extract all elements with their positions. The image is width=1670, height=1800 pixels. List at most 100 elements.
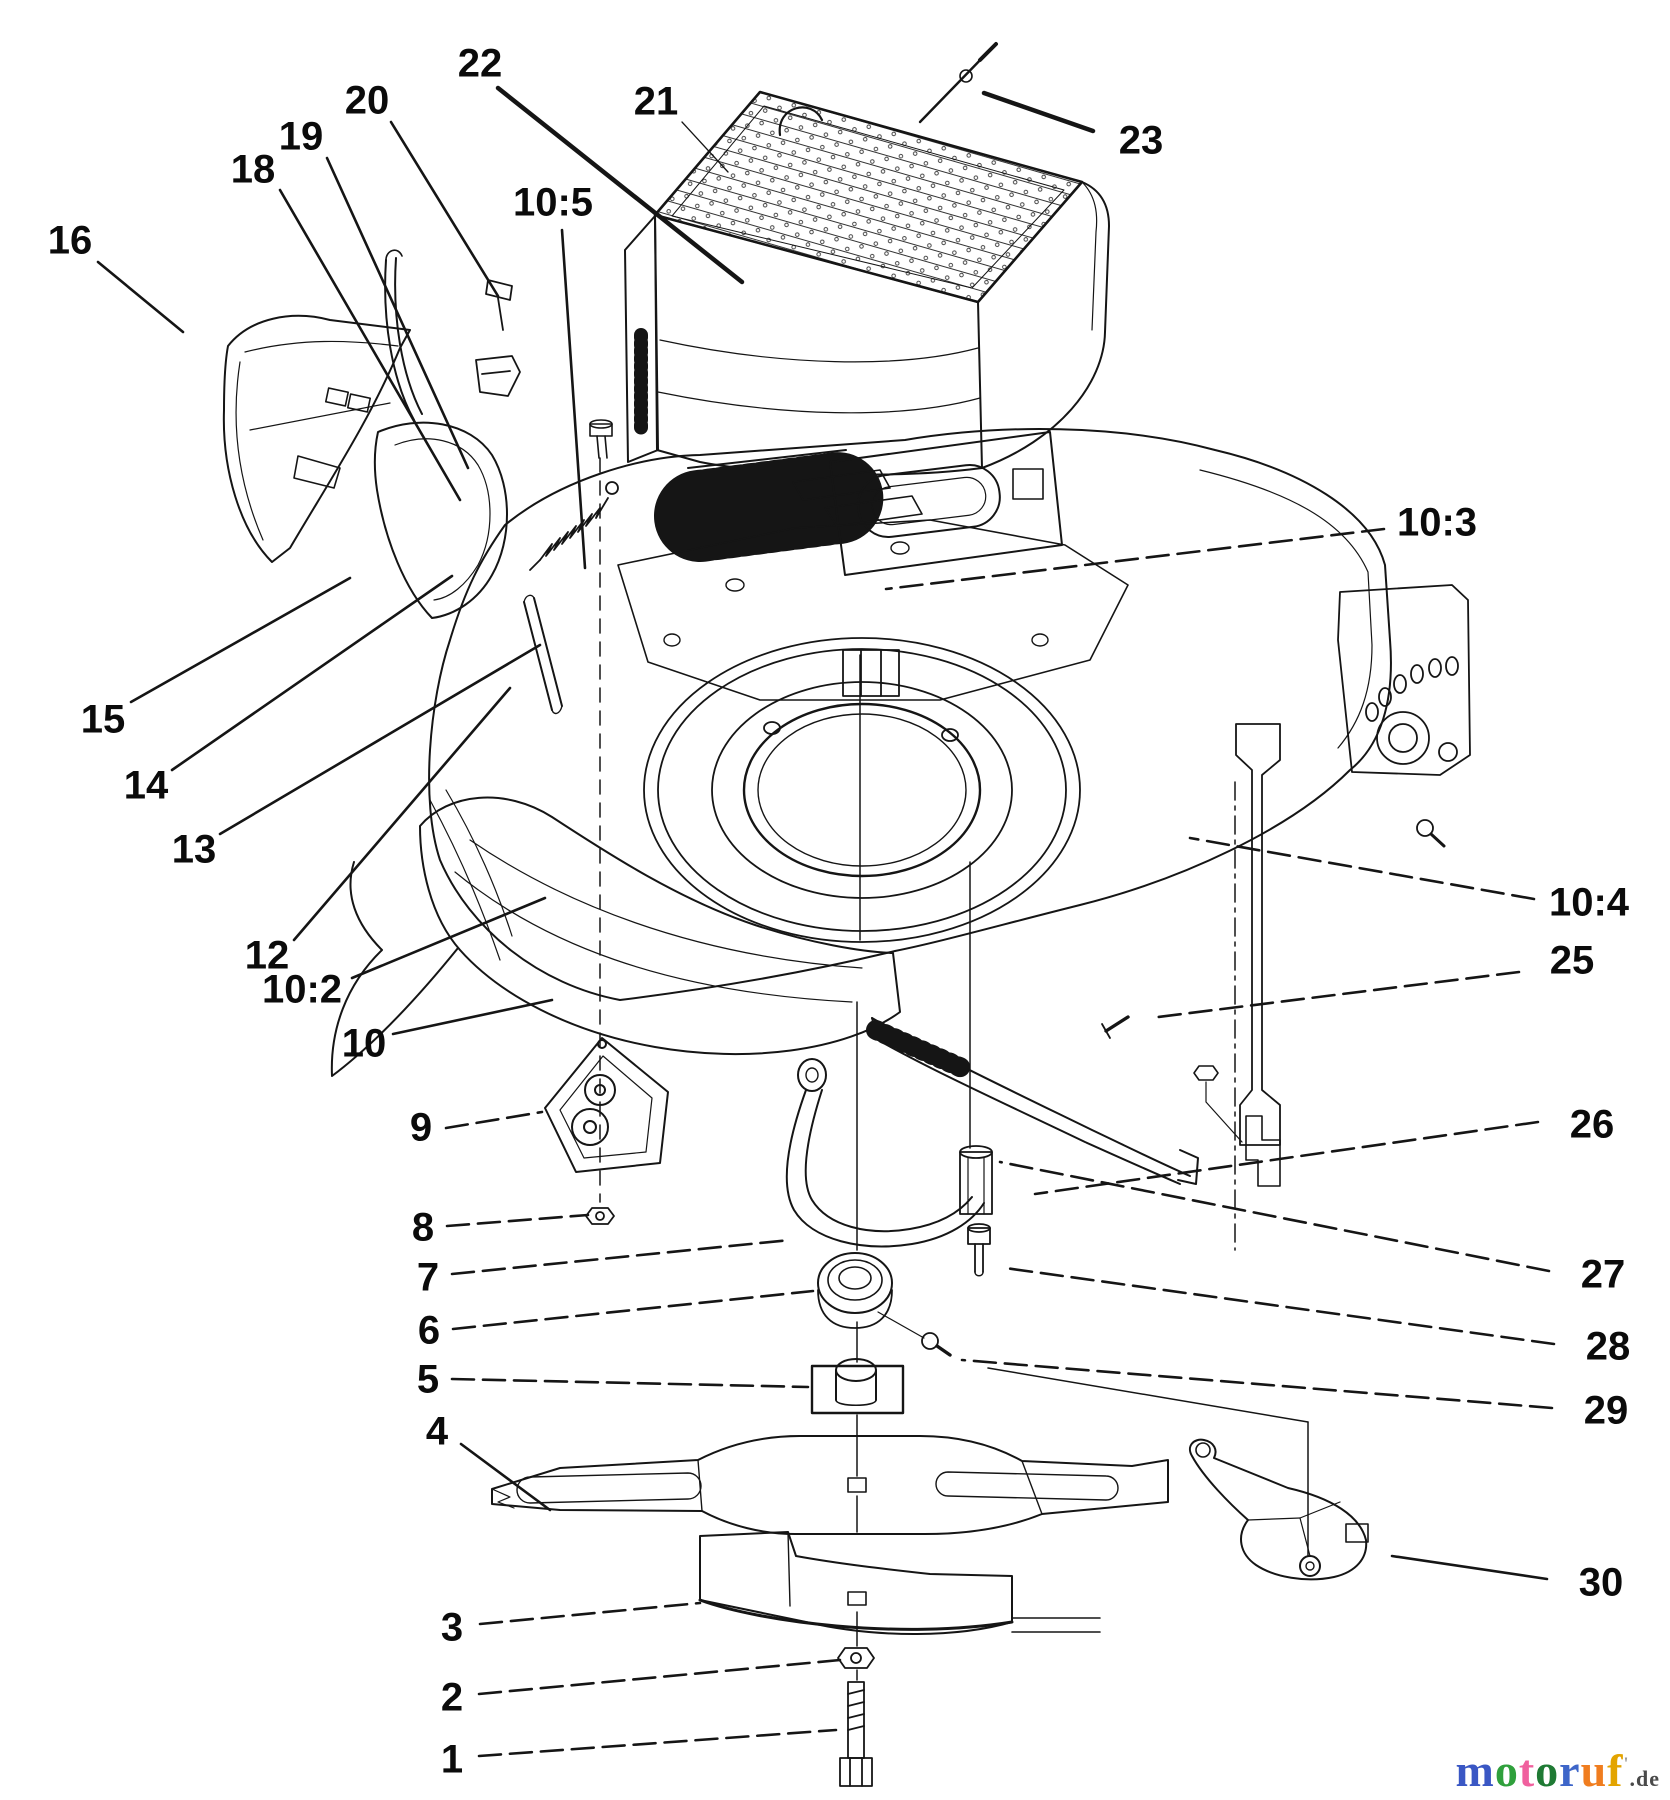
leader-line-22	[495, 85, 745, 285]
bolt-28	[967, 1223, 991, 1277]
callout-label-28: 28	[1586, 1325, 1631, 1369]
leader-line-7	[450, 1238, 792, 1276]
blade-stiffener-3	[698, 1531, 1101, 1635]
belt-cover-9	[544, 1037, 669, 1173]
leader-line-6	[451, 1289, 815, 1331]
leader-line-19	[325, 156, 470, 470]
bearing-6	[817, 1252, 893, 1329]
left-parts	[222, 249, 619, 715]
blade-adapter-5	[810, 1358, 905, 1415]
spacer-27	[959, 1145, 993, 1215]
watermark-letter: t	[1518, 1745, 1536, 1796]
under-deck-parts	[491, 1037, 1169, 1787]
leader-line-4	[459, 1442, 552, 1512]
watermark-letter: u	[1580, 1745, 1608, 1796]
callout-label-1: 1	[441, 1738, 463, 1782]
leader-line-10:4	[1188, 836, 1536, 901]
watermark-letters: motoruf	[1455, 1745, 1623, 1796]
callout-label-6: 6	[418, 1309, 440, 1353]
leader-line-10	[391, 998, 554, 1036]
side-plate-10-4	[1235, 723, 1281, 1146]
blade-4	[491, 1435, 1169, 1535]
front-skirt	[330, 789, 901, 1077]
leader-line-16	[96, 260, 185, 334]
watermark-letter: o	[1494, 1745, 1519, 1796]
callout-label-10:5: 10:5	[513, 181, 593, 225]
deck-spindle-opening	[643, 637, 1081, 943]
callout-label-20: 20	[345, 79, 390, 123]
callout-label-21: 21	[634, 80, 679, 124]
bracket-30	[1188, 1438, 1369, 1581]
leader-line-20	[389, 120, 500, 298]
callout-label-19: 19	[279, 115, 324, 159]
leader-line-5	[450, 1377, 810, 1389]
leader-line-10:5	[560, 228, 587, 570]
callout-label-3: 3	[441, 1606, 463, 1650]
brake-bar-7	[785, 1058, 985, 1248]
leader-line-9	[444, 1110, 544, 1130]
engine-air-filter-grate	[653, 90, 1084, 304]
callout-label-9: 9	[410, 1106, 432, 1150]
leader-line-21	[681, 121, 729, 173]
callout-label-5: 5	[417, 1358, 439, 1402]
screw-29	[921, 1332, 952, 1357]
height-adjuster-plate	[1337, 584, 1471, 848]
callout-label-10: 10	[342, 1022, 387, 1066]
leader-line-23	[981, 90, 1096, 134]
callout-label-27: 27	[1581, 1253, 1626, 1297]
leader-line-14	[170, 574, 454, 772]
callout-label-26: 26	[1570, 1103, 1615, 1147]
callout-label-22: 22	[458, 42, 503, 86]
leader-line-15	[129, 576, 352, 704]
leader-line-27	[998, 1160, 1551, 1273]
engine-cooling-fins	[654, 452, 884, 562]
motoruf-watermark-logo: motoruf'.de	[1455, 1748, 1660, 1794]
watermark-letter: o	[1535, 1745, 1560, 1796]
callout-label-10:4: 10:4	[1549, 881, 1630, 925]
clamp-18	[475, 355, 521, 397]
callout-label-10:3: 10:3	[1397, 501, 1477, 545]
watermark-suffix: .de	[1629, 1766, 1660, 1791]
callout-label-29: 29	[1584, 1389, 1629, 1433]
discharge-deflector-16	[222, 314, 411, 563]
engine-handle-loop	[778, 106, 824, 137]
callout-label-8: 8	[412, 1206, 434, 1250]
rod-12	[523, 594, 563, 715]
callout-label-25: 25	[1550, 939, 1595, 983]
callout-label-18: 18	[231, 148, 276, 192]
rod-bracket-15	[293, 249, 423, 489]
callout-label-16: 16	[48, 219, 93, 263]
nut-2	[837, 1647, 875, 1669]
leader-line-10:2	[350, 896, 547, 980]
nut-8	[585, 1207, 615, 1225]
bolt-20	[485, 279, 513, 331]
side-chute	[373, 421, 508, 619]
deck-mounting-plate	[617, 519, 1129, 701]
leader-line-13	[218, 643, 542, 836]
spring-pieces-19	[324, 387, 372, 413]
engine-recoil-handle	[857, 464, 1001, 538]
leader-line-28	[1003, 1266, 1556, 1346]
engine-left-panel	[624, 215, 659, 463]
right-lower-parts	[866, 1015, 1369, 1581]
engine-cover-right	[977, 181, 1110, 469]
callout-label-10:2: 10:2	[262, 968, 342, 1012]
callout-label-13: 13	[172, 828, 217, 872]
watermark-tick: '	[1623, 1753, 1630, 1774]
leader-line-12	[292, 686, 512, 942]
rear-baffle-26	[866, 1017, 1199, 1185]
mower-deck-housing	[428, 428, 1471, 1146]
deck-outline	[428, 428, 1392, 1001]
callout-labels: 2221232019181610:510:31514131210:2109876…	[48, 42, 1631, 1782]
leader-line-30	[1390, 1554, 1549, 1581]
assembly-axis-lines	[599, 457, 1309, 1681]
screw-25	[1101, 1015, 1130, 1039]
watermark-letter: r	[1559, 1745, 1581, 1796]
callout-label-14: 14	[124, 764, 169, 808]
spring-13	[529, 481, 619, 571]
bolt-1	[839, 1681, 873, 1787]
adjuster-screw	[1416, 819, 1446, 848]
leader-line-2	[477, 1658, 842, 1696]
